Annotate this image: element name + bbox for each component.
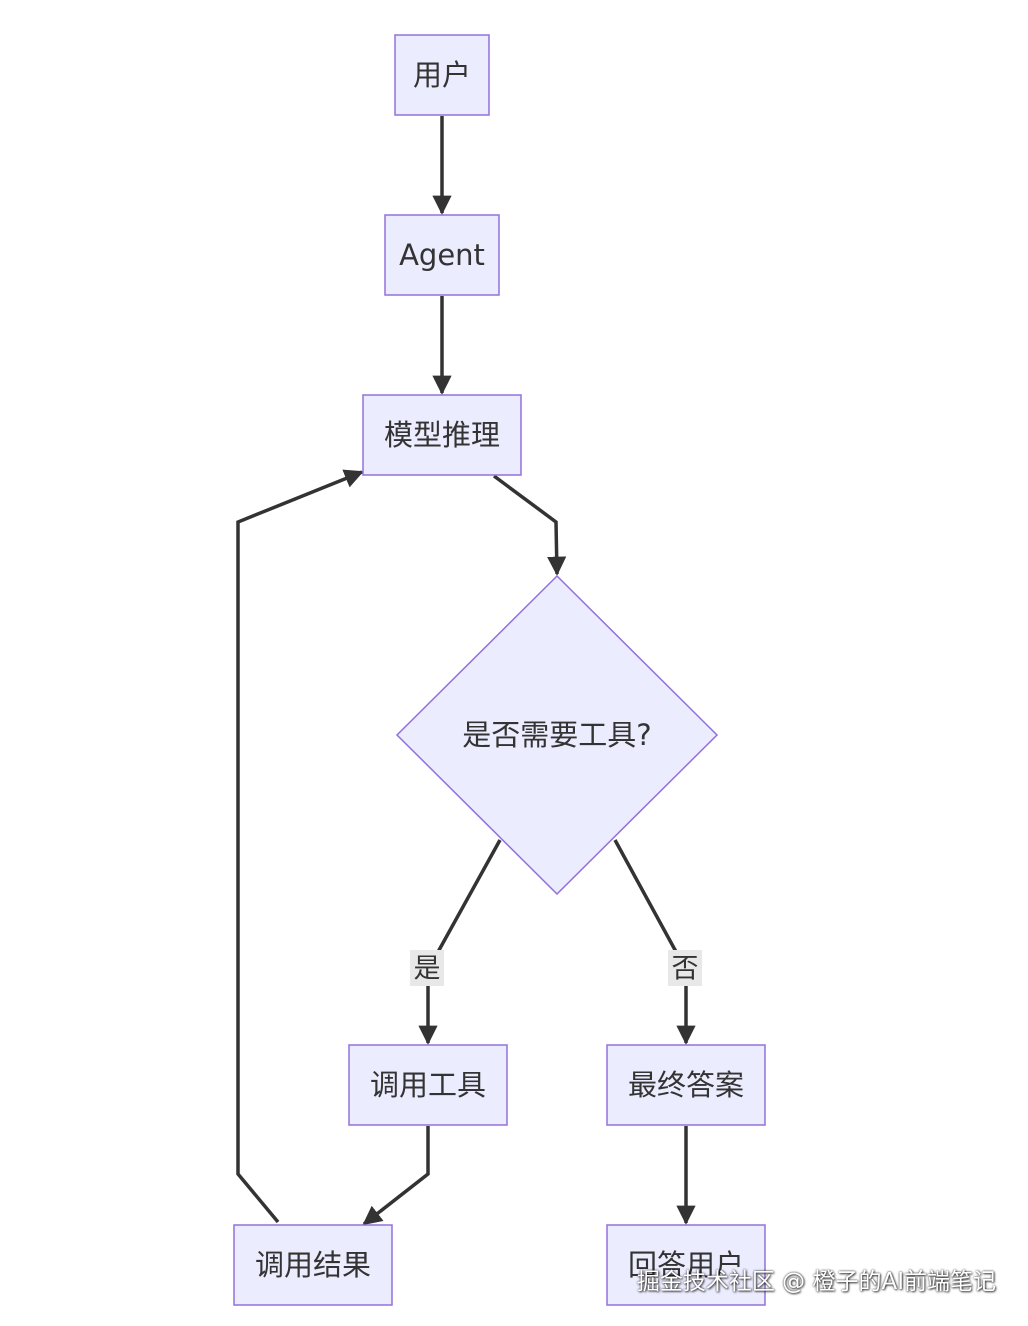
svg-text:最终答案: 最终答案 [628, 1068, 744, 1102]
node-decision[interactable]: 是否需要工具? [395, 574, 719, 896]
svg-text:是: 是 [414, 954, 441, 985]
svg-text:否: 否 [672, 954, 699, 985]
edge-calltool-result [362, 1126, 430, 1226]
svg-text:回答用户: 回答用户 [628, 1248, 744, 1282]
node-call-tool[interactable]: 调用工具 [348, 1044, 508, 1126]
node-agent[interactable]: Agent [384, 214, 500, 296]
svg-text:是否需要工具?: 是否需要工具? [462, 718, 651, 752]
edge-result-reasoning [236, 469, 364, 1224]
edge-label-yes: 是 [410, 950, 444, 986]
node-user[interactable]: 用户 [394, 34, 490, 116]
edge-reasoning-decision [492, 474, 567, 576]
svg-text:用户: 用户 [413, 58, 471, 92]
svg-text:Agent: Agent [399, 238, 485, 272]
watermark: 掘金技术社区 @ 橙子的AI前端笔记 [636, 1269, 996, 1295]
node-call-result[interactable]: 调用结果 [233, 1224, 393, 1306]
edge-label-no: 否 [668, 950, 702, 986]
svg-text:调用结果: 调用结果 [255, 1248, 371, 1282]
node-reply-user[interactable]: 回答用户 [606, 1224, 766, 1306]
svg-text:调用工具: 调用工具 [370, 1068, 486, 1102]
node-reasoning[interactable]: 模型推理 [362, 394, 522, 476]
node-final-answer[interactable]: 最终答案 [606, 1044, 766, 1126]
edge-decision-final [613, 839, 696, 1045]
edge-decision-calltool [418, 839, 502, 1045]
svg-text:模型推理: 模型推理 [384, 418, 500, 452]
